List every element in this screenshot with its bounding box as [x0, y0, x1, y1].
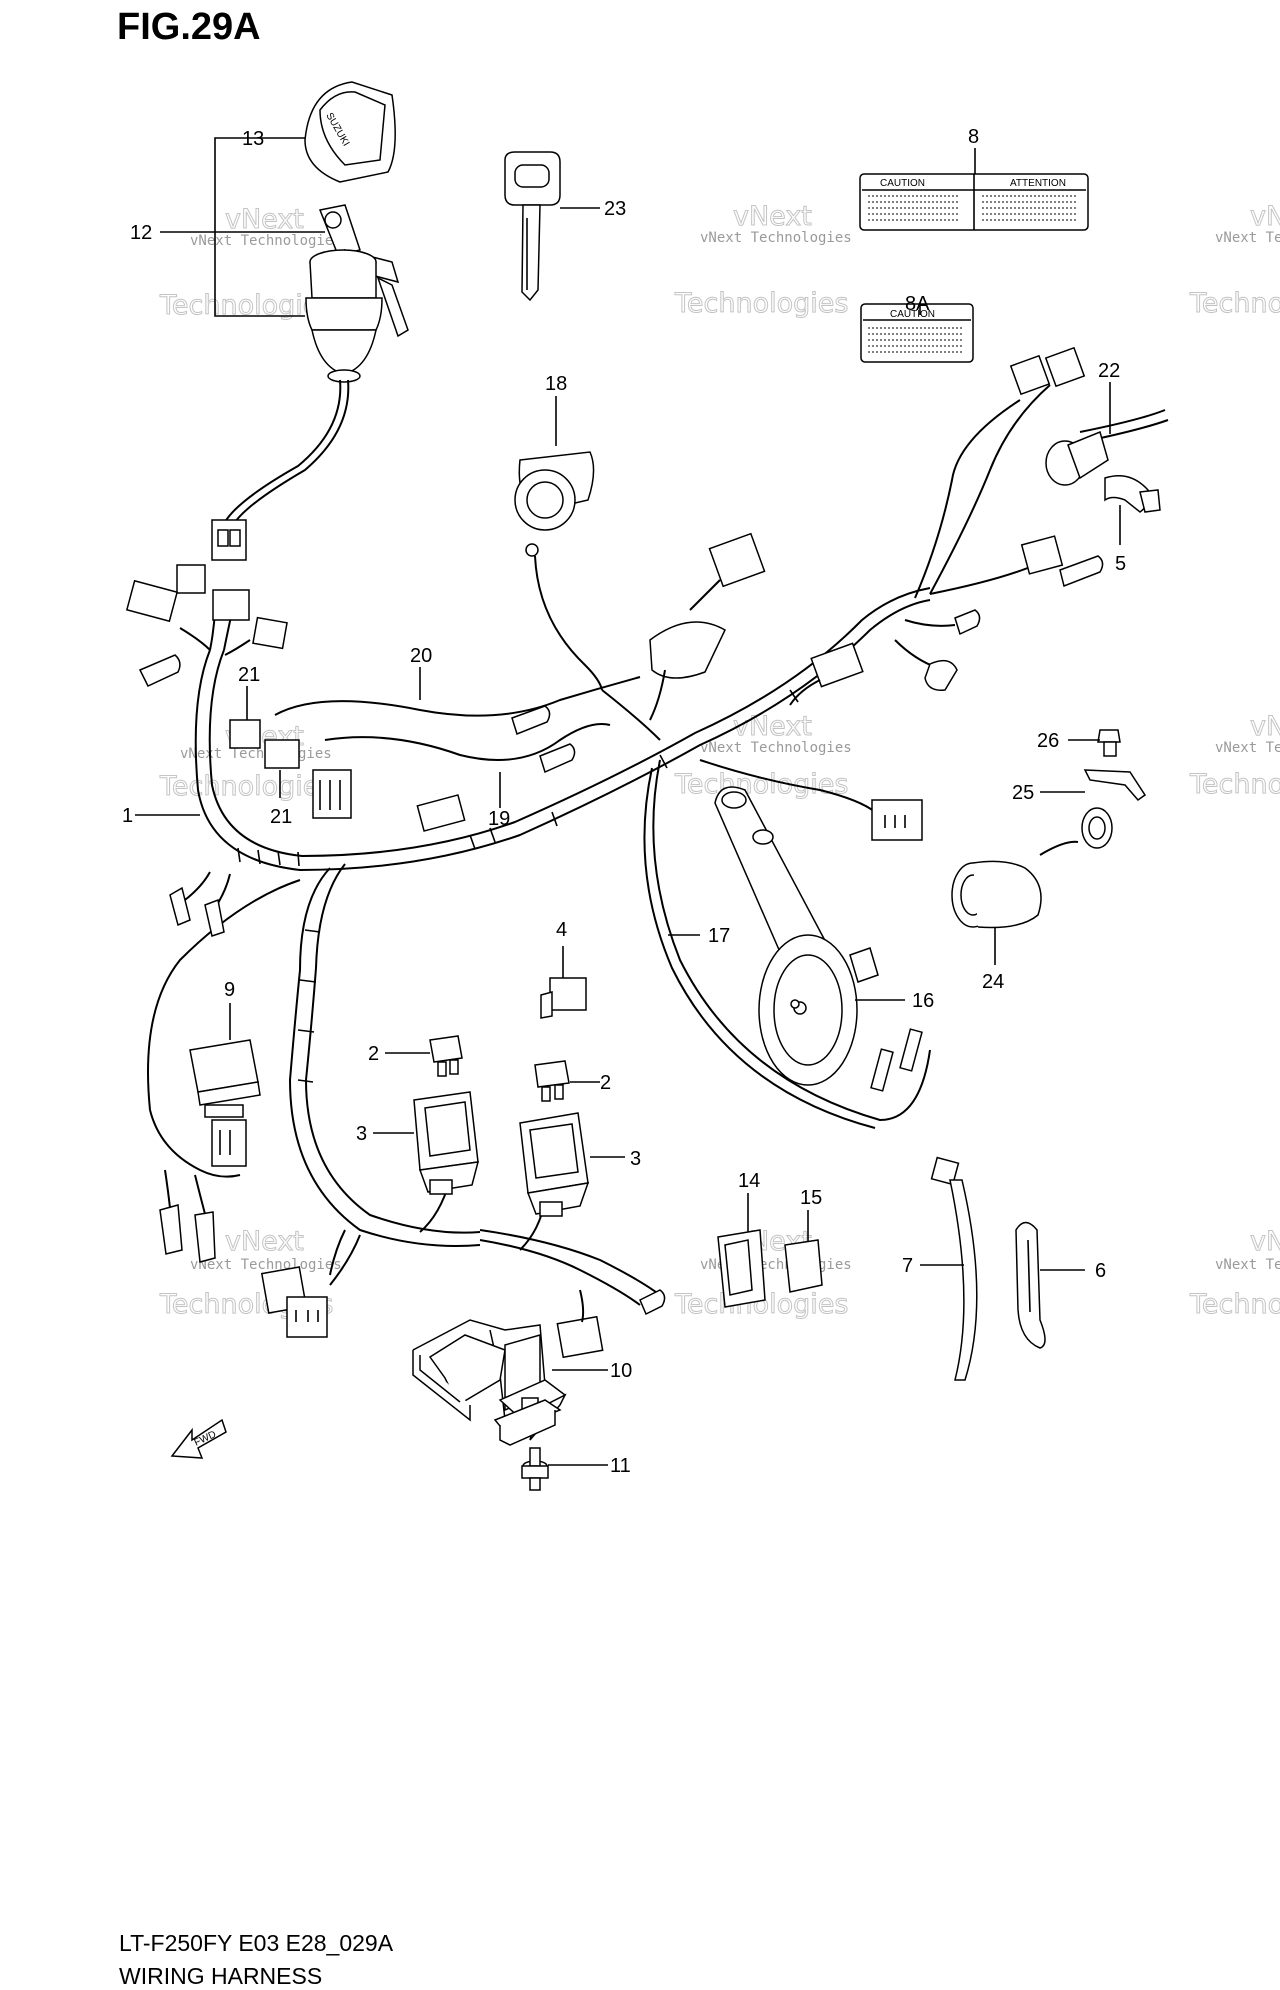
- part-26-bolt: [1097, 729, 1121, 757]
- label-8: 8: [968, 126, 979, 148]
- watermark-line1: vNext: [733, 201, 812, 232]
- watermark-line3: Technologies: [159, 771, 333, 802]
- part-3-fuse-holder: [519, 1112, 590, 1217]
- label-5: 5: [1115, 553, 1126, 575]
- watermark-line2: vNext Technologies: [1215, 740, 1280, 756]
- fwd-label: FWD: [193, 1429, 218, 1449]
- watermark-line2: vNext Technologies: [700, 230, 852, 246]
- part-15-clip: [784, 1239, 823, 1293]
- watermark-line3: Technologies: [1189, 769, 1280, 800]
- watermark-line2: vNext Technologies: [190, 233, 342, 249]
- fwd-direction-arrow: FWD: [170, 1418, 227, 1459]
- label-6: 6: [1095, 1260, 1106, 1282]
- part-3-fuse-holder: [413, 1091, 480, 1195]
- label-3-left: 3: [356, 1123, 367, 1145]
- watermark: vNext vNext Technologies Technologies: [159, 204, 342, 322]
- label-20: 20: [410, 645, 432, 667]
- label-4: 4: [556, 919, 567, 941]
- part-23-key: [504, 151, 561, 302]
- label-23: 23: [604, 198, 626, 220]
- label-25: 25: [1012, 782, 1034, 804]
- part-25-bracket: [1081, 769, 1147, 849]
- label-8-caution: CAUTION: [880, 178, 925, 189]
- part-2-fuse: [429, 1035, 463, 1077]
- part-5-clamp: [1104, 475, 1161, 513]
- callout-bracket-12-13: [214, 137, 305, 317]
- label-1: 1: [122, 805, 133, 827]
- part-11-bolt: [521, 1447, 549, 1491]
- label-8a-caution: CAUTION: [890, 309, 935, 320]
- part-1-main-harness: [125, 346, 1104, 1359]
- watermark-line2: vNext Technologies: [190, 1257, 342, 1273]
- part-16-horn: [714, 786, 879, 1086]
- label-21-bottom: 21: [270, 806, 292, 828]
- label-13: 13: [242, 128, 264, 150]
- label-14: 14: [738, 1170, 760, 1192]
- label-8a: 8A: [905, 293, 930, 315]
- part-10-bracket: [412, 1319, 567, 1446]
- part-6-cable-band: [1015, 1221, 1046, 1349]
- label-16: 16: [912, 990, 934, 1012]
- watermark-line2: vNext Technologies: [1215, 1257, 1280, 1273]
- watermark: vNext vNext Technologies Technologies: [1189, 1226, 1280, 1321]
- watermark-group: vNext vNext Technologies Technologies vN…: [159, 201, 1280, 1321]
- label-19: 19: [488, 808, 510, 830]
- label-10: 10: [610, 1360, 632, 1382]
- watermark-line3: Technologies: [1189, 1289, 1280, 1320]
- label-17: 17: [708, 925, 730, 947]
- watermark-line2: vNext Technologies: [700, 740, 852, 756]
- figure-title: FIG.29A: [117, 6, 261, 48]
- part-2-fuse: [534, 1060, 570, 1102]
- part-9-relay: [189, 1039, 261, 1118]
- part-22-socket: [1045, 409, 1169, 486]
- part-14-bracket: [717, 1229, 766, 1308]
- part-7-cable-tie: [930, 1156, 978, 1381]
- watermark-line3: Technologies: [674, 769, 848, 800]
- label-26: 26: [1037, 730, 1059, 752]
- watermark-line1: vNext: [225, 204, 304, 235]
- watermark-line3: Technologies: [1189, 288, 1280, 319]
- watermark: vNext vNext Technologies Technologies: [674, 201, 852, 320]
- watermark-line1: vNext: [1250, 711, 1280, 742]
- callout-labels: 1 2 2 3 3 4 5 6 7 8 8A 9 10 11 12 13 14 …: [122, 126, 1126, 1477]
- label-12: 12: [130, 222, 152, 244]
- label-3-right: 3: [630, 1148, 641, 1170]
- label-18: 18: [545, 373, 567, 395]
- watermark-line1: vNext: [225, 1226, 304, 1257]
- label-9: 9: [224, 979, 235, 1001]
- watermark: vNext vNext Technologies Technologies: [674, 711, 852, 801]
- switch-connector: [211, 519, 247, 561]
- part-8-warning-label: CAUTION ATTENTION: [859, 173, 1089, 231]
- part-4-relay: [540, 977, 587, 1019]
- label-22: 22: [1098, 360, 1120, 382]
- watermark-line2: vNext Technologies: [1215, 230, 1280, 246]
- part-8a-caution-label: CAUTION: [860, 303, 974, 363]
- watermark: vNext vNext Technologies Technologies: [1189, 201, 1280, 320]
- model-code-text: LT-F250FY E03 E28_029A: [119, 1930, 394, 1956]
- part-18-handlebar-switch: [514, 451, 603, 691]
- label-24: 24: [982, 971, 1004, 993]
- figure-caption: WIRING HARNESS: [119, 1963, 323, 1989]
- part-13-ignition-cap: SUZUKI: [304, 81, 396, 183]
- label-7: 7: [902, 1255, 913, 1277]
- watermark-line1: vNext: [1250, 1226, 1280, 1257]
- part-12-ignition-switch: [211, 204, 409, 561]
- label-21-top: 21: [238, 664, 260, 686]
- label-15: 15: [800, 1187, 822, 1209]
- watermark-line1: vNext: [1250, 201, 1280, 232]
- watermark-line3: Technologies: [674, 288, 848, 319]
- wiring-harness-diagram: vNext vNext Technologies Technologies vN…: [122, 81, 1280, 1491]
- label-11: 11: [610, 1455, 631, 1477]
- label-8-attention: ATTENTION: [1010, 178, 1066, 189]
- watermark: vNext vNext Technologies Technologies: [1189, 711, 1280, 801]
- label-2-left: 2: [368, 1043, 379, 1065]
- part-24-power-socket: [951, 840, 1079, 929]
- watermark-line1: vNext: [733, 711, 812, 742]
- label-2-right: 2: [600, 1072, 611, 1094]
